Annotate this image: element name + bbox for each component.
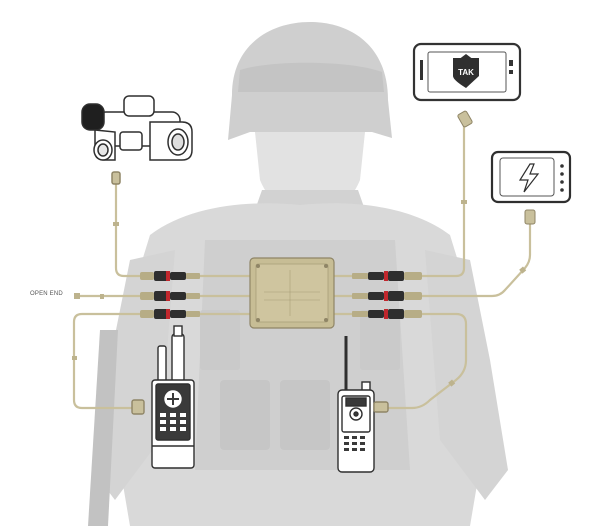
cable-battery bbox=[418, 220, 532, 298]
cable-tablet bbox=[418, 122, 466, 278]
connectors-left bbox=[140, 271, 200, 319]
open-end-label: OPEN END bbox=[30, 291, 63, 297]
tak-logo-text: TAK bbox=[458, 68, 474, 77]
handheld-radio-icon bbox=[337, 336, 389, 473]
binocular-night-vision-icon bbox=[81, 95, 193, 185]
connectors-right bbox=[352, 271, 422, 319]
cable-radio-right bbox=[384, 312, 468, 410]
power-data-hub-icon bbox=[249, 257, 335, 329]
tak-tablet-icon: TAK bbox=[412, 42, 522, 128]
cable-radio-left bbox=[72, 312, 152, 410]
open-end-plug bbox=[74, 293, 80, 299]
power-battery-icon bbox=[490, 150, 572, 225]
manpack-radio-icon bbox=[131, 325, 195, 469]
cable-nvg bbox=[114, 180, 152, 278]
